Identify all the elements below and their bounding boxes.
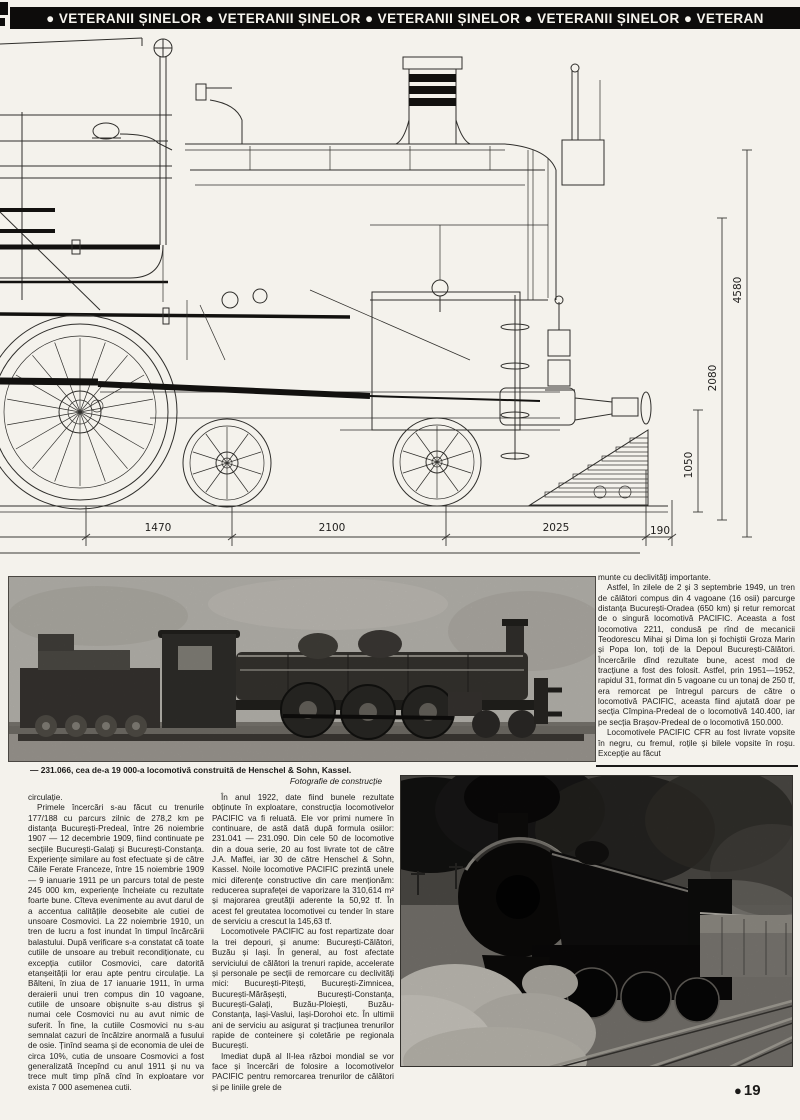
dim-1050: 1050: [683, 452, 695, 479]
coupling-rod: [0, 377, 541, 402]
locomotive-technical-drawing: 1470 2100 2025 190 4580 2080 1050: [0, 36, 760, 568]
column-divider-rule: [596, 765, 798, 767]
dimension-lines-vertical: [693, 149, 752, 538]
column-left: circulație. Primele încercări s-au făcut…: [28, 793, 204, 1093]
dim-1470: 1470: [145, 522, 172, 534]
dim-190: 190: [650, 525, 670, 537]
page-number-bullet: ●: [734, 1083, 742, 1098]
construction-photo: [8, 576, 596, 762]
page-number: ● 19: [734, 1082, 761, 1099]
page-number-value: 19: [743, 1082, 761, 1099]
front-buffer: [499, 387, 652, 426]
dim-2025: 2025: [543, 522, 570, 534]
locomotive-blueprint-svg: 1470 2100 2025 190 4580 2080 1050: [0, 37, 752, 554]
pilot-steps: [528, 429, 649, 506]
photo-caption: — 231.066, cea de-a 19 000-a locomotivă …: [30, 765, 382, 786]
paragraph: Imediat după al II-lea război mondial se…: [212, 1051, 394, 1092]
driving-wheel: [0, 314, 178, 510]
paragraph: Primele încercări s-au făcut cu trenuril…: [28, 803, 204, 1092]
scan-artifact: [0, 18, 5, 26]
page-header-banner: ● VETERANII ȘINELOR ● VETERANII ȘINELOR …: [10, 7, 800, 29]
scan-artifact: [0, 2, 8, 15]
banner-title: ● VETERANII ȘINELOR ● VETERANII ȘINELOR …: [46, 10, 764, 26]
column-right: munte cu declivități importante. Astfel,…: [598, 573, 795, 767]
caption-credit: Fotografie de construcție: [289, 775, 382, 786]
dim-4580: 4580: [732, 277, 744, 304]
paragraph: În anul 1922, date fiind bunele rezultat…: [212, 793, 394, 927]
paragraph: Astfel, în zilele de 2 și 3 septembrie 1…: [598, 583, 795, 727]
paragraph: Locomotivele PACIFIC CFR au fost livrate…: [598, 728, 795, 758]
dim-2080: 2080: [707, 365, 719, 392]
action-photo: [400, 775, 793, 1067]
dimension-lines-horizontal: [0, 470, 677, 554]
caption-text: — 231.066, cea de-a 19 000-a locomotivă …: [30, 765, 352, 775]
paragraph: circulație.: [28, 793, 63, 802]
column-middle: În anul 1922, date fiind bunele rezultat…: [212, 793, 394, 1093]
paragraph: Locomotivele PACIFIC au fost repartizate…: [212, 927, 394, 1051]
bogie-wheel: [392, 417, 482, 507]
dim-2100: 2100: [319, 522, 346, 534]
coupled-wheel: [182, 418, 272, 508]
air-pump: [545, 295, 575, 391]
paragraph: munte cu declivități importante.: [598, 573, 711, 582]
